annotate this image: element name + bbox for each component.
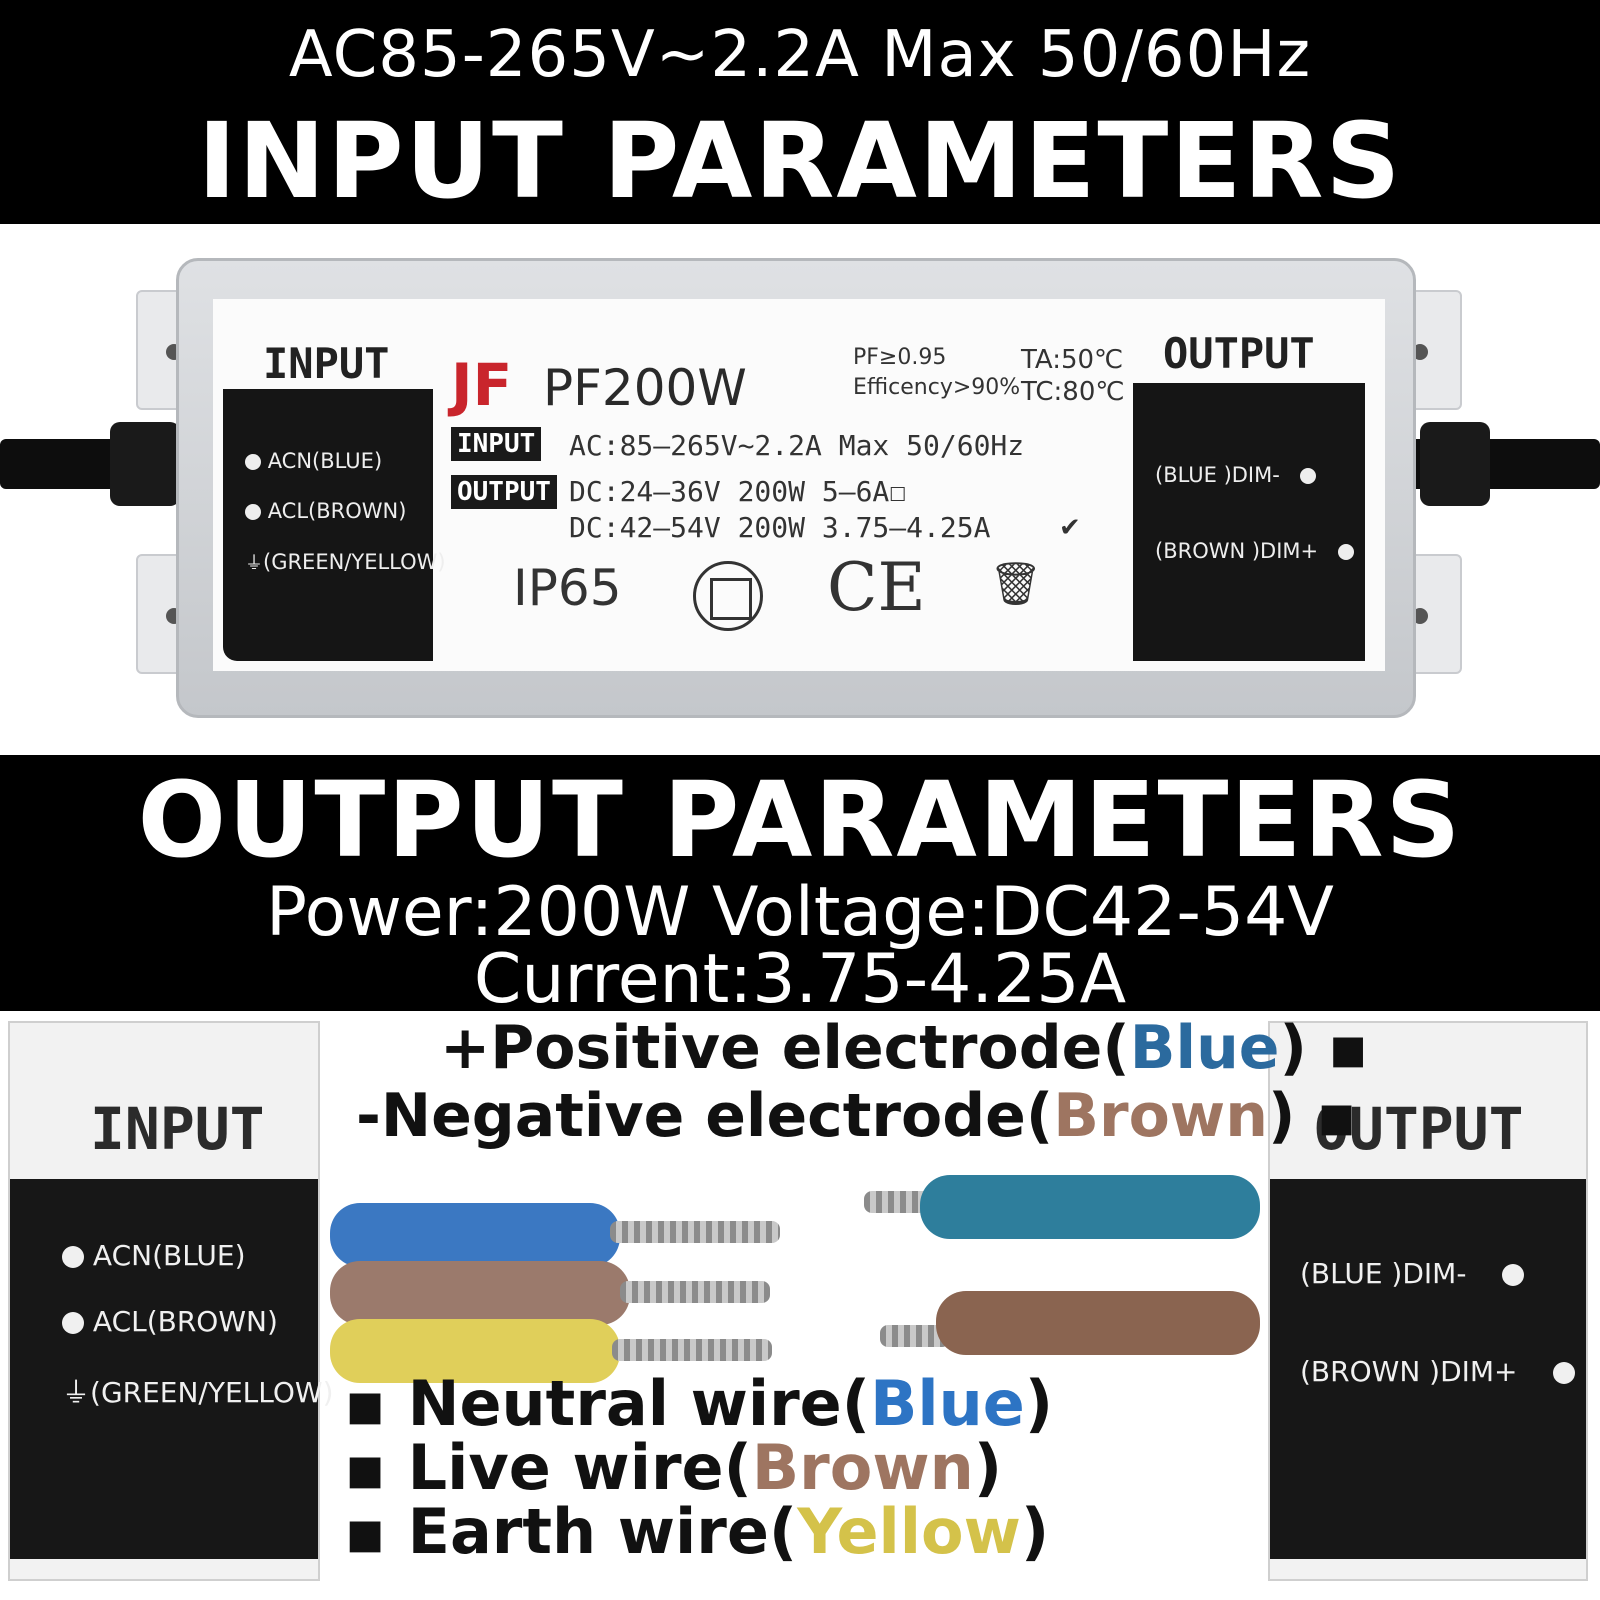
closeup-output-block: (BLUE )DIM- (BROWN )DIM+ — [1270, 1179, 1586, 1559]
closeup-terminal-earth: ⏚(GREEN/YELLOW) — [62, 1376, 334, 1409]
label-output-tag: OUTPUT — [451, 475, 557, 509]
terminal-dot-icon — [1338, 544, 1355, 560]
input-parameters-title: INPUT PARAMETERS — [197, 100, 1403, 222]
positive-electrode-text: +Positive electrode(Blue) ▪ — [440, 1013, 1369, 1083]
blue-neutral-wire — [330, 1203, 620, 1267]
class-ii-icon — [693, 561, 763, 631]
label-output-spec-1: DC:24–36V 200W 5–6A☐ — [569, 475, 907, 508]
product-label: INPUT ACN(BLUE) ACL(BROWN) ⏚(GREEN/YELLO… — [213, 299, 1385, 671]
terminal-dot-icon — [245, 504, 261, 520]
negative-electrode-text: -Negative electrode(Brown) ▪ — [356, 1081, 1357, 1151]
output-power-voltage: Power:200W Voltage:DC42-54V — [266, 873, 1334, 952]
terminal-dot-icon — [1553, 1362, 1576, 1384]
terminal-dot-icon — [1299, 468, 1316, 484]
output-label-closeup: OUTPUT (BLUE )DIM- (BROWN )DIM+ — [1268, 1021, 1588, 1581]
earth-ground-icon: ⏚ — [62, 1376, 91, 1409]
label-terminal-dim-minus: (BLUE )DIM- — [1155, 463, 1316, 487]
blue-dim-wire — [920, 1175, 1260, 1239]
label-terminal-earth: ⏚(GREEN/YELLOW) — [245, 550, 446, 574]
closeup-input-heading: INPUT — [90, 1095, 265, 1163]
label-input-heading: INPUT — [263, 339, 390, 388]
brown-dim-wire — [936, 1291, 1260, 1355]
ambient-temp: TA:50℃ — [1021, 345, 1124, 375]
neutral-wire-text: ▪ Neutral wire(Blue) — [344, 1367, 1054, 1440]
label-input-terminal-block: ACN(BLUE) ACL(BROWN) ⏚(GREEN/YELLOW) — [223, 389, 446, 661]
ce-mark: CE — [827, 549, 926, 626]
driver-case: INPUT ACN(BLUE) ACL(BROWN) ⏚(GREEN/YELLO… — [176, 258, 1416, 718]
output-parameters-title: OUTPUT PARAMETERS — [137, 759, 1463, 881]
blue-wire-strands — [610, 1221, 780, 1243]
label-output-spec-2: DC:42–54V 200W 3.75–4.25A — [569, 511, 991, 544]
power-factor: PF≥0.95 — [853, 345, 947, 370]
brown-wire-strands — [620, 1281, 770, 1303]
live-wire-text: ▪ Live wire(Brown) — [344, 1431, 1003, 1504]
closeup-input-block: ACN(BLUE) ACL(BROWN) ⏚(GREEN/YELLOW) — [10, 1179, 334, 1559]
wiring-guide: INPUT ACN(BLUE) ACL(BROWN) ⏚(GREEN/YELLO… — [0, 1011, 1600, 1600]
checkmark-icon: ✔ — [1059, 513, 1081, 543]
weee-bin-icon: 🗑 — [989, 559, 1043, 608]
terminal-dot-icon — [62, 1246, 84, 1268]
label-output-heading: OUTPUT — [1163, 329, 1315, 378]
terminal-dot-icon — [62, 1312, 84, 1334]
label-terminal-acn: ACN(BLUE) — [245, 449, 382, 473]
product-photo: INPUT ACN(BLUE) ACL(BROWN) ⏚(GREEN/YELLO… — [0, 224, 1600, 755]
case-temp: TC:80℃ — [1021, 377, 1125, 407]
earth-ground-icon: ⏚ — [245, 553, 263, 574]
earth-wire-text: ▪ Earth wire(Yellow) — [344, 1495, 1050, 1568]
closeup-terminal-dim-plus: (BROWN )DIM+ — [1300, 1355, 1576, 1388]
ip-rating: IP65 — [513, 559, 622, 617]
label-terminal-dim-plus: (BROWN )DIM+ — [1155, 539, 1355, 563]
dim-plus-wire-strands — [880, 1325, 950, 1347]
yellow-wire-strands — [612, 1339, 772, 1361]
brown-live-wire — [330, 1261, 630, 1325]
output-cable-gland — [1420, 422, 1490, 506]
closeup-terminal-acl: ACL(BROWN) — [62, 1305, 278, 1338]
terminal-dot-icon — [1502, 1264, 1525, 1286]
closeup-terminal-dim-minus: (BLUE )DIM- — [1300, 1257, 1525, 1290]
output-parameters-banner: OUTPUT PARAMETERS Power:200W Voltage:DC4… — [0, 755, 1600, 1019]
label-terminal-acl: ACL(BROWN) — [245, 499, 406, 523]
model-name: PF200W — [543, 359, 747, 417]
closeup-terminal-acn: ACN(BLUE) — [62, 1239, 246, 1272]
label-input-spec: AC:85–265V~2.2A Max 50/60Hz — [569, 429, 1025, 462]
closeup-output-heading: OUTPUT — [1314, 1095, 1524, 1163]
output-current: Current:3.75-4.25A — [473, 940, 1127, 1019]
dim-minus-wire-strands — [864, 1191, 934, 1213]
efficiency: Efficency>90% — [853, 375, 1021, 400]
input-cable-gland — [110, 422, 180, 506]
input-spec-text: AC85-265V~2.2A Max 50/60Hz — [288, 18, 1312, 92]
input-label-closeup: INPUT ACN(BLUE) ACL(BROWN) ⏚(GREEN/YELLO… — [8, 1021, 334, 1581]
input-parameters-banner: AC85-265V~2.2A Max 50/60Hz INPUT PARAMET… — [0, 0, 1600, 224]
terminal-dot-icon — [245, 454, 261, 470]
label-input-tag: INPUT — [451, 427, 542, 461]
yellow-earth-wire — [330, 1319, 620, 1383]
brand-logo: JF — [451, 351, 513, 419]
label-output-terminal-block: (BLUE )DIM- (BROWN )DIM+ — [1133, 383, 1365, 661]
